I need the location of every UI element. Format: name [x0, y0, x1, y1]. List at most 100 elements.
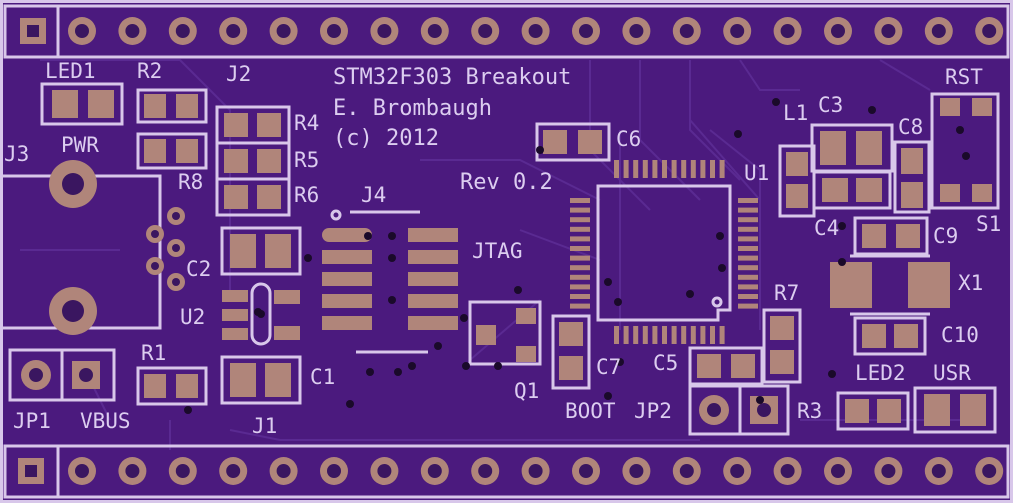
u1-pin — [738, 246, 758, 251]
header-pin-hole — [276, 464, 291, 478]
u2-regulator — [222, 282, 300, 346]
c9-footprint — [853, 216, 929, 256]
header-pin-hole — [931, 464, 946, 478]
label-led2: LED2 — [855, 361, 906, 385]
bottom-header-pins — [68, 457, 1004, 485]
jp1-jumper — [8, 348, 116, 402]
label-vbus: VBUS — [80, 409, 131, 433]
c3-footprint — [810, 123, 894, 173]
c5-footprint — [688, 346, 764, 386]
header-pin-hole — [730, 464, 745, 478]
u1-pin — [614, 326, 619, 344]
u1-pin — [570, 246, 590, 251]
u1-pin — [570, 274, 590, 280]
u1-pin — [719, 160, 725, 178]
header-pin-hole — [75, 24, 89, 38]
header-pin-hole — [377, 464, 392, 478]
board-copyright: (c) 2012 — [333, 126, 439, 151]
header-pin-hole — [679, 24, 694, 38]
r3-footprint — [836, 391, 910, 431]
header-pin-hole — [276, 24, 291, 38]
label-j2: J2 — [226, 62, 252, 86]
header-pin-hole — [679, 464, 694, 478]
u1-pin — [738, 303, 758, 309]
u1-pin — [738, 207, 758, 213]
u1-pin — [570, 265, 590, 271]
c2-footprint — [220, 226, 302, 276]
u1-pin — [690, 160, 696, 178]
u1-pin — [633, 160, 639, 178]
header-pin-hole — [730, 24, 745, 38]
label-u2: U2 — [180, 305, 206, 329]
header-pin-hole — [125, 24, 140, 38]
usr-led-footprint — [913, 386, 997, 434]
header-pin-hole — [327, 24, 341, 38]
header-pin-hole — [226, 24, 241, 38]
label-u1: U1 — [744, 161, 770, 185]
u1-pin — [662, 160, 667, 178]
label-c5: C5 — [653, 351, 679, 375]
u1-pin — [652, 160, 658, 178]
u1-pin — [738, 274, 758, 280]
label-r8: R8 — [178, 170, 204, 194]
header-pin-hole — [579, 24, 593, 38]
u1-pin — [738, 217, 758, 223]
label-l1: L1 — [783, 101, 809, 125]
label-c6: C6 — [616, 127, 642, 151]
c1-footprint — [220, 355, 302, 405]
board-revision: Rev 0.2 — [460, 170, 553, 195]
label-r1: R1 — [141, 341, 167, 365]
u1-pin — [623, 160, 629, 178]
q1-transistor — [468, 300, 542, 366]
label-c3: C3 — [818, 93, 844, 117]
u1-pin — [738, 284, 758, 290]
header-pin-hole — [125, 464, 140, 478]
u1-pin — [642, 326, 648, 344]
u1-pin — [710, 326, 715, 344]
board-title: STM32F303 Breakout — [333, 65, 572, 90]
x1-crystal — [830, 254, 950, 316]
label-c9: C9 — [933, 224, 959, 248]
header-pin-hole — [528, 464, 543, 478]
led1-footprint — [40, 82, 124, 126]
label-rst: RST — [945, 65, 983, 89]
board-author: E. Brombaugh — [333, 96, 492, 121]
label-jp2: JP2 — [634, 399, 672, 423]
u1-pin — [570, 284, 590, 290]
header-pin-hole — [881, 24, 896, 38]
u1-pin — [570, 255, 590, 261]
jp2-jumper — [688, 384, 790, 436]
r4-r5-r6-footprints — [215, 105, 291, 217]
u1-pin — [719, 326, 725, 344]
u1-pin — [681, 326, 687, 344]
r8-footprint — [136, 132, 208, 170]
header-pin-hole — [831, 24, 845, 38]
u1-pin — [710, 160, 715, 178]
c10-footprint — [853, 316, 927, 356]
header-pin-hole — [931, 24, 946, 38]
label-x1: X1 — [958, 271, 984, 295]
label-c4: C4 — [814, 216, 840, 240]
u1-pin — [570, 226, 590, 232]
u1-pin — [614, 160, 619, 178]
header-pin-hole — [427, 24, 442, 38]
u1-pin — [738, 255, 758, 261]
header-pin-hole — [780, 24, 795, 38]
label-r2: R2 — [137, 59, 163, 83]
header-pin-hole — [780, 464, 795, 478]
header-pin-hole — [75, 464, 89, 478]
u1-pin — [738, 265, 758, 271]
header-pin-hole — [831, 464, 845, 478]
u1-pin — [642, 160, 648, 178]
r7-footprint — [762, 308, 802, 384]
vias — [184, 98, 970, 414]
label-c7: C7 — [596, 355, 622, 379]
u1-pin — [690, 326, 696, 344]
label-led1: LED1 — [45, 59, 96, 83]
label-r4: R4 — [294, 111, 320, 135]
label-j4: J4 — [361, 183, 387, 207]
rst-switch — [930, 92, 1000, 210]
c6-footprint — [535, 122, 611, 162]
label-r7: R7 — [774, 281, 800, 305]
label-j3: J3 — [4, 142, 30, 166]
